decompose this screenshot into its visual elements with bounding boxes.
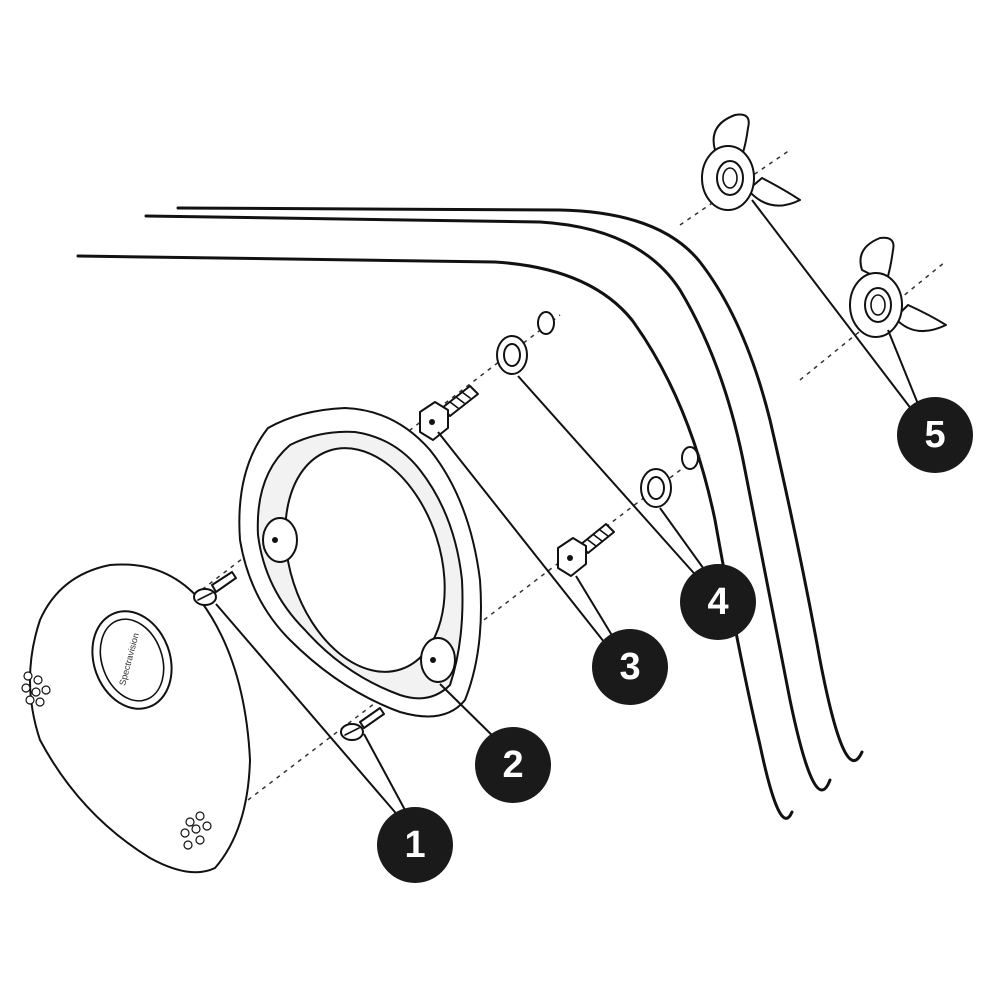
cover-plate: Spectravision [21, 563, 251, 874]
hull-wall [76, 206, 864, 820]
callout-3-label: 3 [619, 646, 640, 688]
mounting-bezel [238, 407, 482, 718]
callout-2: 2 [475, 727, 551, 803]
cover-vent-dots-left [21, 671, 51, 707]
washer-lower [640, 446, 699, 508]
hull-line-inner [76, 254, 794, 820]
prong-nut-upper [701, 113, 801, 211]
bezel-screw-hole-lower [420, 637, 456, 683]
callout-2-label: 2 [502, 744, 523, 786]
hull-line-middle [144, 214, 832, 792]
hull-line-outer [176, 206, 864, 763]
cover-vent-dots-right [180, 811, 212, 850]
washer-upper [496, 311, 555, 375]
cover-logo-badge [91, 610, 173, 710]
prong-nut-lower [849, 236, 947, 338]
leader-lines [215, 199, 919, 819]
bezel-screw-hole-upper [262, 517, 298, 563]
callout-1-label: 1 [404, 824, 425, 866]
hex-bolt-upper [419, 385, 479, 441]
callout-5: 5 [897, 397, 973, 473]
small-screw-lower [340, 707, 385, 741]
callout-1: 1 [377, 807, 453, 883]
small-screw-upper [193, 571, 237, 606]
hex-bolt-lower [557, 523, 615, 577]
callout-4-label: 4 [707, 581, 728, 623]
callout-4: 4 [680, 564, 756, 640]
callout-3: 3 [592, 629, 668, 705]
callout-5-label: 5 [924, 414, 945, 456]
